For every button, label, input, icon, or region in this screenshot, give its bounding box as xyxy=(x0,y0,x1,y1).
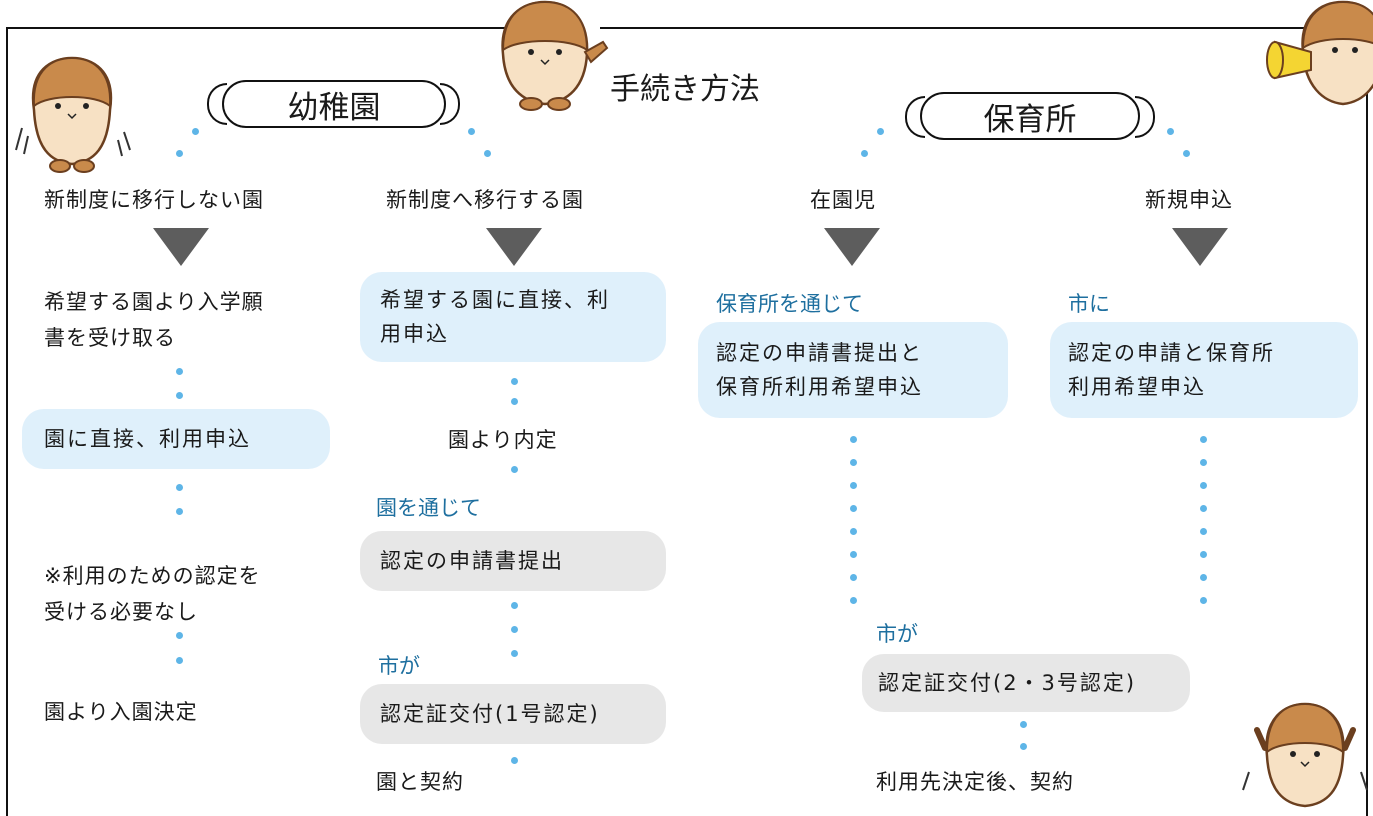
step-submit-and-request-new: 認定の申請と保育所 利用希望申込 xyxy=(1050,322,1358,418)
step-receive-application: 希望する園より入学願 書を受け取る xyxy=(44,284,264,356)
down-arrow-icon xyxy=(1172,228,1228,266)
branch-heading-transition: 新制度へ移行する園 xyxy=(386,188,584,212)
connector-dot xyxy=(1200,436,1207,443)
step-line: 認定の申請と保育所 xyxy=(1068,341,1275,365)
connector-dot xyxy=(1200,459,1207,466)
down-arrow-icon xyxy=(824,228,880,266)
branch-heading-no-transition: 新制度に移行しない園 xyxy=(44,188,264,212)
connector-dot xyxy=(1183,150,1190,157)
connector-dot xyxy=(1200,505,1207,512)
connector-dot xyxy=(850,459,857,466)
connector-dot xyxy=(877,128,884,135)
step-tentative-offer: 園より内定 xyxy=(448,428,558,452)
connector-dot xyxy=(1200,574,1207,581)
connector-dot xyxy=(861,150,868,157)
note-line: 受ける必要なし xyxy=(44,600,198,624)
connector-dot xyxy=(850,574,857,581)
step-contract-after-placement: 利用先決定後、契約 xyxy=(876,770,1074,794)
connector-dot xyxy=(176,392,183,399)
connector-dot xyxy=(850,436,857,443)
step-certificate-type1: 認定証交付(1号認定) xyxy=(360,684,666,744)
hamster-mascot-pointing xyxy=(501,0,609,111)
step-contract-with-kindergarten: 園と契約 xyxy=(376,770,464,794)
step-line: 認定の申請書提出と xyxy=(716,341,923,365)
step-certificate-type2-3: 認定証交付(2・3号認定) xyxy=(862,654,1190,712)
step-apply-directly: 園に直接、利用申込 xyxy=(22,409,330,469)
branch-heading-new: 新規申込 xyxy=(1145,188,1233,212)
connector-dot xyxy=(176,632,183,639)
note-city: 市が xyxy=(378,654,420,678)
connector-dot xyxy=(511,650,518,657)
step-apply-to-kindergarten: 希望する園に直接、利 用申込 xyxy=(360,272,666,362)
connector-dot xyxy=(850,505,857,512)
hamster-mascot-waving xyxy=(15,56,131,173)
connector-dot xyxy=(850,528,857,535)
connector-dot xyxy=(192,128,199,135)
kindergarten-pill: 幼稚園 xyxy=(222,80,446,128)
connector-dot xyxy=(511,378,518,385)
step-line: 希望する園より入学願 xyxy=(44,290,264,314)
connector-dot xyxy=(1200,597,1207,604)
connector-dot xyxy=(484,150,491,157)
note-no-certification: ※利用のための認定を 受ける必要なし xyxy=(44,558,261,630)
connector-dot xyxy=(1200,551,1207,558)
note-line: ※利用のための認定を xyxy=(44,564,261,588)
hamster-mascot-cheering xyxy=(1242,702,1368,808)
connector-dot xyxy=(1020,721,1027,728)
down-arrow-icon xyxy=(486,228,542,266)
branch-heading-enrolled: 在園児 xyxy=(810,188,876,212)
connector-dot xyxy=(850,482,857,489)
connector-dot xyxy=(511,466,518,473)
down-arrow-icon xyxy=(153,228,209,266)
connector-dot xyxy=(1200,482,1207,489)
connector-dot xyxy=(511,757,518,764)
step-line: 希望する園に直接、利 xyxy=(380,288,610,312)
step-admission-decided: 園より入園決定 xyxy=(44,700,198,724)
connector-dot xyxy=(468,128,475,135)
connector-dot xyxy=(176,484,183,491)
connector-dot xyxy=(176,368,183,375)
connector-dot xyxy=(511,626,518,633)
connector-dot xyxy=(511,398,518,405)
hamster-mascot-megaphone xyxy=(1266,0,1373,106)
page-title: 手続き方法 xyxy=(610,72,760,107)
connector-dot xyxy=(176,657,183,664)
step-submit-application: 認定の申請書提出 xyxy=(360,531,666,591)
step-submit-and-request-enrolled: 認定の申請書提出と 保育所利用希望申込 xyxy=(698,322,1008,418)
step-line: 書を受け取る xyxy=(44,326,176,350)
step-line: 保育所利用希望申込 xyxy=(716,375,923,399)
step-line: 利用希望申込 xyxy=(1068,375,1206,399)
connector-dot xyxy=(1020,743,1027,750)
connector-dot xyxy=(511,602,518,609)
note-through-kindergarten: 園を通じて xyxy=(376,496,481,520)
note-to-city: 市に xyxy=(1068,292,1110,316)
connector-dot xyxy=(1200,528,1207,535)
note-through-nursery: 保育所を通じて xyxy=(716,292,863,316)
connector-dot xyxy=(176,150,183,157)
connector-dot xyxy=(850,551,857,558)
step-line: 用申込 xyxy=(380,322,449,346)
diagram-frame xyxy=(6,27,1368,816)
note-city-nursery: 市が xyxy=(876,622,918,646)
nursery-pill: 保育所 xyxy=(920,92,1140,140)
connector-dot xyxy=(1167,128,1174,135)
connector-dot xyxy=(176,508,183,515)
connector-dot xyxy=(850,597,857,604)
